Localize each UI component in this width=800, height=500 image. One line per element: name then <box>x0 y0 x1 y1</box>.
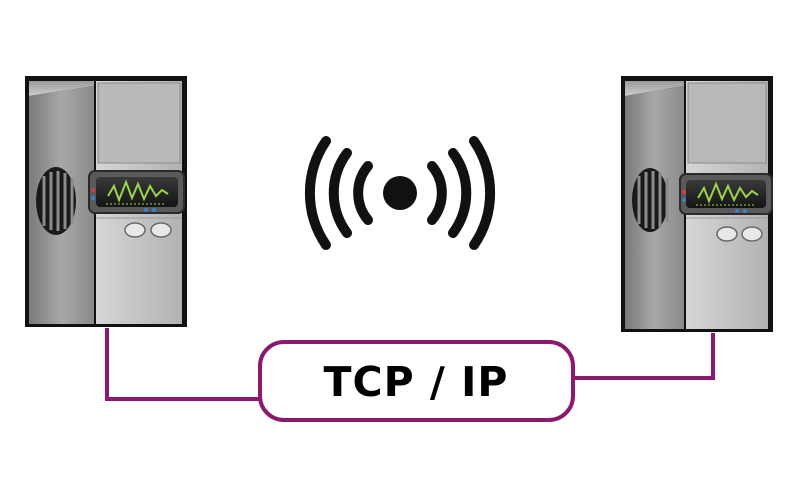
server-right <box>621 76 773 332</box>
drive-button <box>741 226 763 242</box>
connector-right <box>571 333 715 380</box>
server-tower-icon <box>621 76 773 332</box>
drive-button <box>150 222 172 238</box>
drive-button <box>716 226 738 242</box>
connector-left <box>105 328 262 401</box>
wireless-broadcast-icon <box>304 136 496 250</box>
connector-lines <box>105 328 715 401</box>
display-panel <box>88 170 185 214</box>
server-left <box>25 76 187 327</box>
protocol-box: TCP / IP <box>258 340 575 422</box>
server-tower-icon <box>25 76 187 327</box>
display-panel <box>679 173 773 215</box>
vent-icon <box>36 167 76 235</box>
drive-button <box>124 222 146 238</box>
protocol-label: TCP / IP <box>324 358 509 406</box>
vent-icon <box>632 168 669 232</box>
